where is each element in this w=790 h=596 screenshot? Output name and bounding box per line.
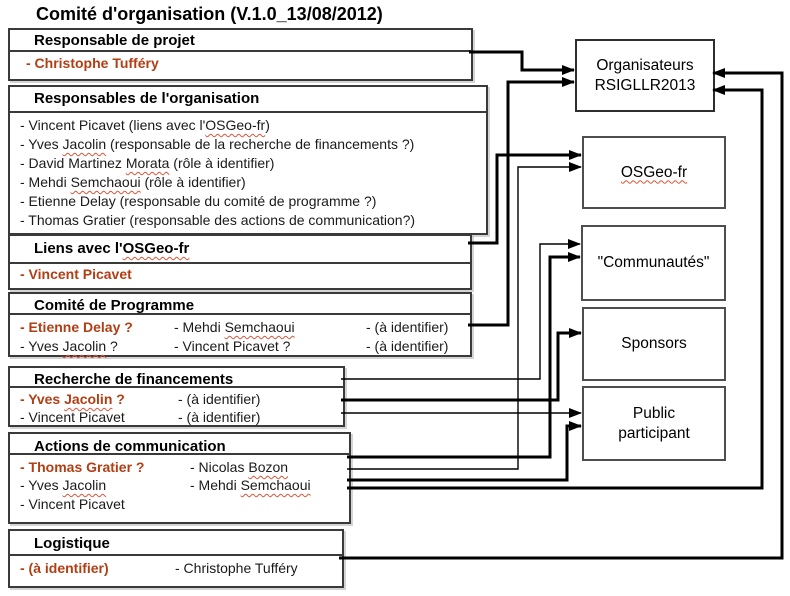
box-title: Liens avec l'OSGeo-fr xyxy=(34,240,190,257)
box-sponsors: Sponsors xyxy=(582,307,726,381)
box-title: Logistique xyxy=(34,535,110,552)
member-item: - Thomas Gratier ? xyxy=(20,459,145,475)
box-title: Comité de Programme xyxy=(34,297,195,314)
member-item: - Mehdi Semchaoui xyxy=(174,319,295,335)
public-line1: Public xyxy=(632,404,676,422)
connector-responsable-projet-to-organisateurs xyxy=(469,50,575,75)
member-item: - (à identifier) xyxy=(178,409,261,425)
organisateurs-line2: RSIGLLR2013 xyxy=(594,76,696,94)
title-divider xyxy=(9,453,350,455)
box-title: Responsable de projet xyxy=(34,32,195,49)
communautes-label: "Communautés" xyxy=(597,254,710,271)
box-organisateurs: Organisateurs RSIGLLR2013 xyxy=(575,39,715,112)
member-item: - Thomas Gratier (responsable des action… xyxy=(20,212,416,228)
box-actions-communication: Actions de communication - Thomas Gratie… xyxy=(8,432,351,524)
member-item: - Yves Jacolin xyxy=(20,477,107,493)
member-item: - Vincent Picavet xyxy=(20,496,125,512)
member-item: - (à identifier) xyxy=(178,391,261,407)
member-item: - Vincent Picavet (liens avec l'OSGeo-fr… xyxy=(20,117,270,133)
box-communautes: "Communautés" xyxy=(581,225,726,301)
title-divider xyxy=(9,262,471,264)
member-item: - Mehdi Semchaoui xyxy=(190,477,311,493)
box-title: Actions de communication xyxy=(34,438,226,455)
member-item: - Mehdi Semchaoui (rôle à identifier) xyxy=(20,174,246,190)
member-item: - Yves Jacolin (responsable de la recher… xyxy=(20,136,415,152)
box-comite-programme: Comité de Programme - Etienne Delay ? - … xyxy=(8,292,472,357)
box-responsable-projet: Responsable de projet - Christophe Tuffé… xyxy=(8,28,473,81)
sponsors-label: Sponsors xyxy=(621,335,687,352)
box-liens-osgeo: Liens avec l'OSGeo-fr - Vincent Picavet xyxy=(8,234,472,290)
box-logistique: Logistique - (à identifier) - Christophe… xyxy=(8,529,344,588)
box-osgeo-fr: OSGeo-fr xyxy=(582,136,726,209)
title-divider xyxy=(9,313,471,315)
member-item: - David Martinez Morata (rôle à identifi… xyxy=(20,155,275,171)
title-divider xyxy=(9,50,472,52)
box-responsables-organisation: Responsables de l'organisation - Vincent… xyxy=(8,85,488,235)
member-item: - Yves Jacolin ? xyxy=(20,338,118,354)
organisateurs-line1: Organisateurs xyxy=(596,56,694,74)
connector-actions-to-public xyxy=(347,421,582,482)
box-recherche-financements: Recherche de financements - Yves Jacolin… xyxy=(8,366,345,427)
member-item: - Yves Jacolin ? xyxy=(20,391,125,407)
member-item: - Etienne Delay (responsable du comité d… xyxy=(20,193,377,209)
member-item: - Etienne Delay ? xyxy=(20,319,133,335)
box-title: Recherche de financements xyxy=(34,371,234,388)
member-item: - Vincent Picavet xyxy=(20,409,125,425)
member-item: - Vincent Picavet xyxy=(20,266,132,282)
box-public-participant: Public participant xyxy=(582,386,726,461)
member-item: - Christophe Tufféry xyxy=(175,560,298,576)
member-item: - Christophe Tufféry xyxy=(26,55,159,71)
member-item: - Vincent Picavet ? xyxy=(174,338,291,354)
member-item: - (à identifier) xyxy=(366,319,449,335)
member-item: - (à identifier) xyxy=(20,560,109,576)
page-title: Comité d'organisation (V.1.0_13/08/2012) xyxy=(36,4,383,24)
title-divider xyxy=(9,386,344,388)
title-divider xyxy=(9,554,343,556)
member-item: - (à identifier) xyxy=(366,338,449,354)
title-divider xyxy=(9,111,487,113)
osgeo-fr-label: OSGeo-fr xyxy=(620,163,688,181)
member-item: - Nicolas Bozon xyxy=(190,459,289,475)
box-title: Responsables de l'organisation xyxy=(34,90,260,107)
public-line2: participant xyxy=(618,424,690,442)
